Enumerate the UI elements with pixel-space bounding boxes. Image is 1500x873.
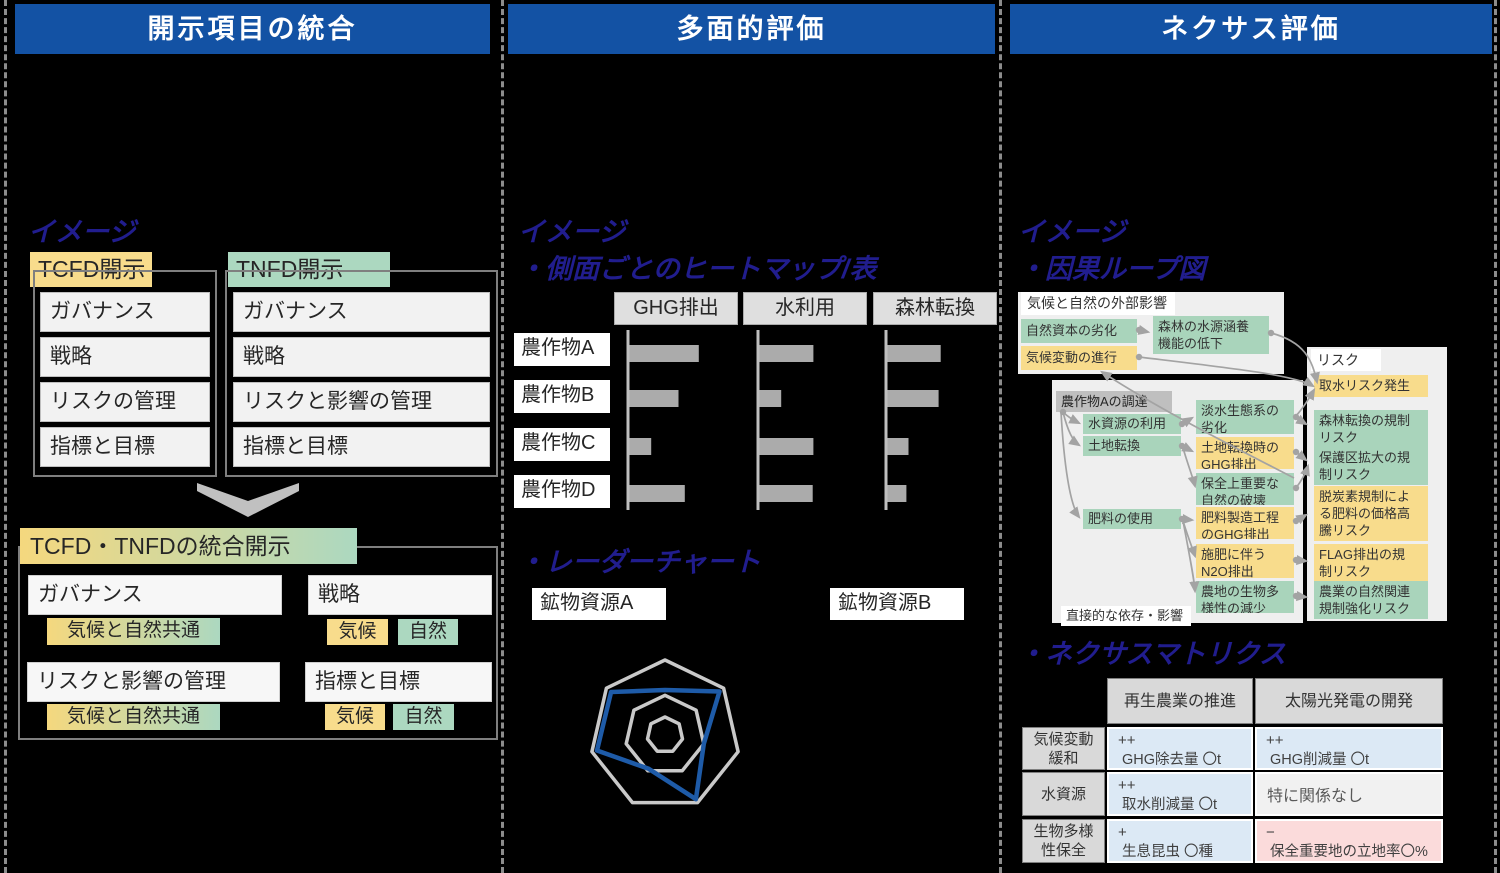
column1-header: 開示項目の統合 bbox=[15, 4, 490, 54]
group-governance: ガバナンス bbox=[28, 575, 282, 615]
nexus-matrix-heading: ・ネクサスマトリクス bbox=[1018, 639, 1286, 669]
tcfd-item: ガバナンス bbox=[40, 292, 210, 332]
separator-mid2 bbox=[999, 0, 1002, 873]
matrix-row-header: 生物多様 性保全 bbox=[1022, 819, 1105, 863]
node-forest-water-function: 森林の水源涵養 機能の低下 bbox=[1153, 316, 1269, 354]
tag-nature: 自然 bbox=[398, 619, 458, 645]
risk-forest-conversion-regulation: 森林転換の規制 リスク bbox=[1314, 410, 1428, 448]
group-metrics-targets: 指標と目標 bbox=[305, 662, 492, 702]
separator-left bbox=[4, 0, 7, 873]
heatmap-col-header: GHG排出 bbox=[614, 292, 738, 325]
node-nature-capital-degradation: 自然資本の劣化 bbox=[1021, 319, 1137, 343]
matrix-row-header: 気候変動 緩和 bbox=[1022, 727, 1105, 770]
cell-sign: − bbox=[1266, 824, 1275, 841]
cell-sign: ++ bbox=[1118, 732, 1136, 749]
matrix-row-header: 水資源 bbox=[1022, 772, 1105, 816]
matrix-cell: − 保全重要地の立地率〇% bbox=[1255, 819, 1443, 863]
tcfd-label: TCFD開示 bbox=[30, 252, 152, 287]
cell-sign: ++ bbox=[1118, 777, 1136, 794]
heatmap-row-label: 農作物D bbox=[514, 475, 610, 508]
cell-detail: 保全重要地の立地率〇% bbox=[1270, 844, 1428, 860]
tnfd-item: 指標と目標 bbox=[233, 427, 490, 467]
risk-panel-label: リスク bbox=[1311, 349, 1381, 371]
tag-climate-nature-common: 気候と自然共通 bbox=[47, 704, 220, 730]
node-freshwater-ecosystem: 淡水生態系の 劣化 bbox=[1196, 400, 1294, 434]
matrix-cell: ++ GHG除去量 〇t bbox=[1107, 727, 1253, 770]
risk-water-intake: 取水リスク発生 bbox=[1314, 375, 1428, 397]
col1-image-heading: イメージ bbox=[28, 217, 136, 247]
tag-climate: 気候 bbox=[325, 704, 385, 730]
tcfd-item: 指標と目標 bbox=[40, 427, 210, 467]
radar-label-b: 鉱物資源B bbox=[830, 588, 964, 620]
node-important-nature-destruction: 保全上重要な 自然の破壊 bbox=[1196, 473, 1294, 505]
risk-agriculture-nature-regulation: 農業の自然関連 規制強化リスク bbox=[1314, 581, 1428, 619]
tcfd-item: 戦略 bbox=[40, 337, 210, 377]
procurement-label: 農作物Aの調達 bbox=[1056, 391, 1172, 412]
matrix-cell-no-relation: 特に関係なし bbox=[1255, 772, 1443, 816]
tcfd-frame bbox=[33, 270, 217, 477]
tnfd-item: ガバナンス bbox=[233, 292, 490, 332]
matrix-cell: ++ GHG削減量 〇t bbox=[1255, 727, 1443, 770]
node-fertilizer-manufacturing-ghg: 肥料製造工程 のGHG排出 bbox=[1196, 507, 1294, 539]
separator-right bbox=[1494, 0, 1497, 873]
node-farmland-biodiversity-loss: 農地の生物多 様性の減少 bbox=[1196, 581, 1294, 613]
node-climate-change-progress: 気候変動の進行 bbox=[1021, 346, 1137, 370]
down-chevron-arrow bbox=[197, 483, 299, 517]
matrix-cell: ++ 取水削減量 〇t bbox=[1107, 772, 1253, 816]
radar-heading: ・レーダーチャート bbox=[518, 547, 761, 577]
cell-sign: ++ bbox=[1266, 732, 1284, 749]
cell-detail: 取水削減量 〇t bbox=[1122, 797, 1218, 813]
matrix-cell: + 生息昆虫 〇種 bbox=[1107, 819, 1253, 863]
matrix-col-header: 太陽光発電の開発 bbox=[1255, 678, 1443, 724]
col3-image-heading: イメージ bbox=[1018, 217, 1126, 247]
tag-climate: 気候 bbox=[327, 619, 388, 645]
tnfd-frame bbox=[225, 270, 498, 477]
col2-image-heading: イメージ bbox=[518, 217, 626, 247]
external-panel-label: 気候と自然の外部影響 bbox=[1021, 292, 1175, 315]
heatmap-col-header: 水利用 bbox=[743, 292, 867, 325]
group-strategy: 戦略 bbox=[308, 575, 492, 615]
risk-decarbonization-fertilizer-price: 脱炭素規制によ る肥料の価格高 騰リスク bbox=[1314, 486, 1428, 541]
risk-protected-area-expansion: 保護区拡大の規 制リスク bbox=[1314, 447, 1428, 485]
heatmap-row-label: 農作物B bbox=[514, 380, 610, 413]
procurement-footer-label: 直接的な依存・影響 bbox=[1061, 606, 1191, 626]
radar-label-a: 鉱物資源A bbox=[532, 588, 666, 620]
heatmap-col-header: 森林転換 bbox=[873, 292, 997, 325]
node-land-conversion: 土地転換 bbox=[1083, 436, 1181, 456]
heatmap-row-label: 農作物C bbox=[514, 428, 610, 461]
integrated-label: TCFD・TNFDの統合開示 bbox=[20, 528, 357, 564]
causal-loop-heading: ・因果ループ図 bbox=[1018, 254, 1206, 284]
node-fertilizer-use: 肥料の使用 bbox=[1083, 509, 1181, 529]
separator-mid1 bbox=[501, 0, 504, 873]
tnfd-label: TNFD開示 bbox=[228, 252, 390, 287]
cell-sign: + bbox=[1118, 824, 1127, 841]
node-water-use: 水資源の利用 bbox=[1083, 414, 1181, 434]
tnfd-item: 戦略 bbox=[233, 337, 490, 377]
tcfd-item: リスクの管理 bbox=[40, 382, 210, 422]
matrix-col-header: 再生農業の推進 bbox=[1107, 678, 1253, 724]
radar-chart bbox=[590, 658, 740, 805]
column2-header: 多面的評価 bbox=[508, 4, 995, 54]
tnfd-item: リスクと影響の管理 bbox=[233, 382, 490, 422]
column3-header: ネクサス評価 bbox=[1010, 4, 1492, 54]
heatmap-heading: ・側面ごとのヒートマップ/表 bbox=[518, 254, 877, 284]
cell-detail: 生息昆虫 〇種 bbox=[1122, 844, 1214, 860]
risk-flag-emissions-regulation: FLAG排出の規 制リスク bbox=[1314, 544, 1428, 582]
heatmap-row-label: 農作物A bbox=[514, 333, 610, 366]
tag-climate-nature-common: 気候と自然共通 bbox=[47, 618, 220, 645]
group-risk-impact: リスクと影響の管理 bbox=[27, 662, 280, 702]
node-land-conversion-ghg: 土地転換時の GHG排出 bbox=[1196, 437, 1294, 469]
tag-nature: 自然 bbox=[393, 704, 454, 730]
node-n2o-emissions: 施肥に伴う N2O排出 bbox=[1196, 544, 1294, 578]
cell-detail: GHG除去量 〇t bbox=[1122, 752, 1222, 768]
cell-detail: GHG削減量 〇t bbox=[1270, 752, 1370, 768]
